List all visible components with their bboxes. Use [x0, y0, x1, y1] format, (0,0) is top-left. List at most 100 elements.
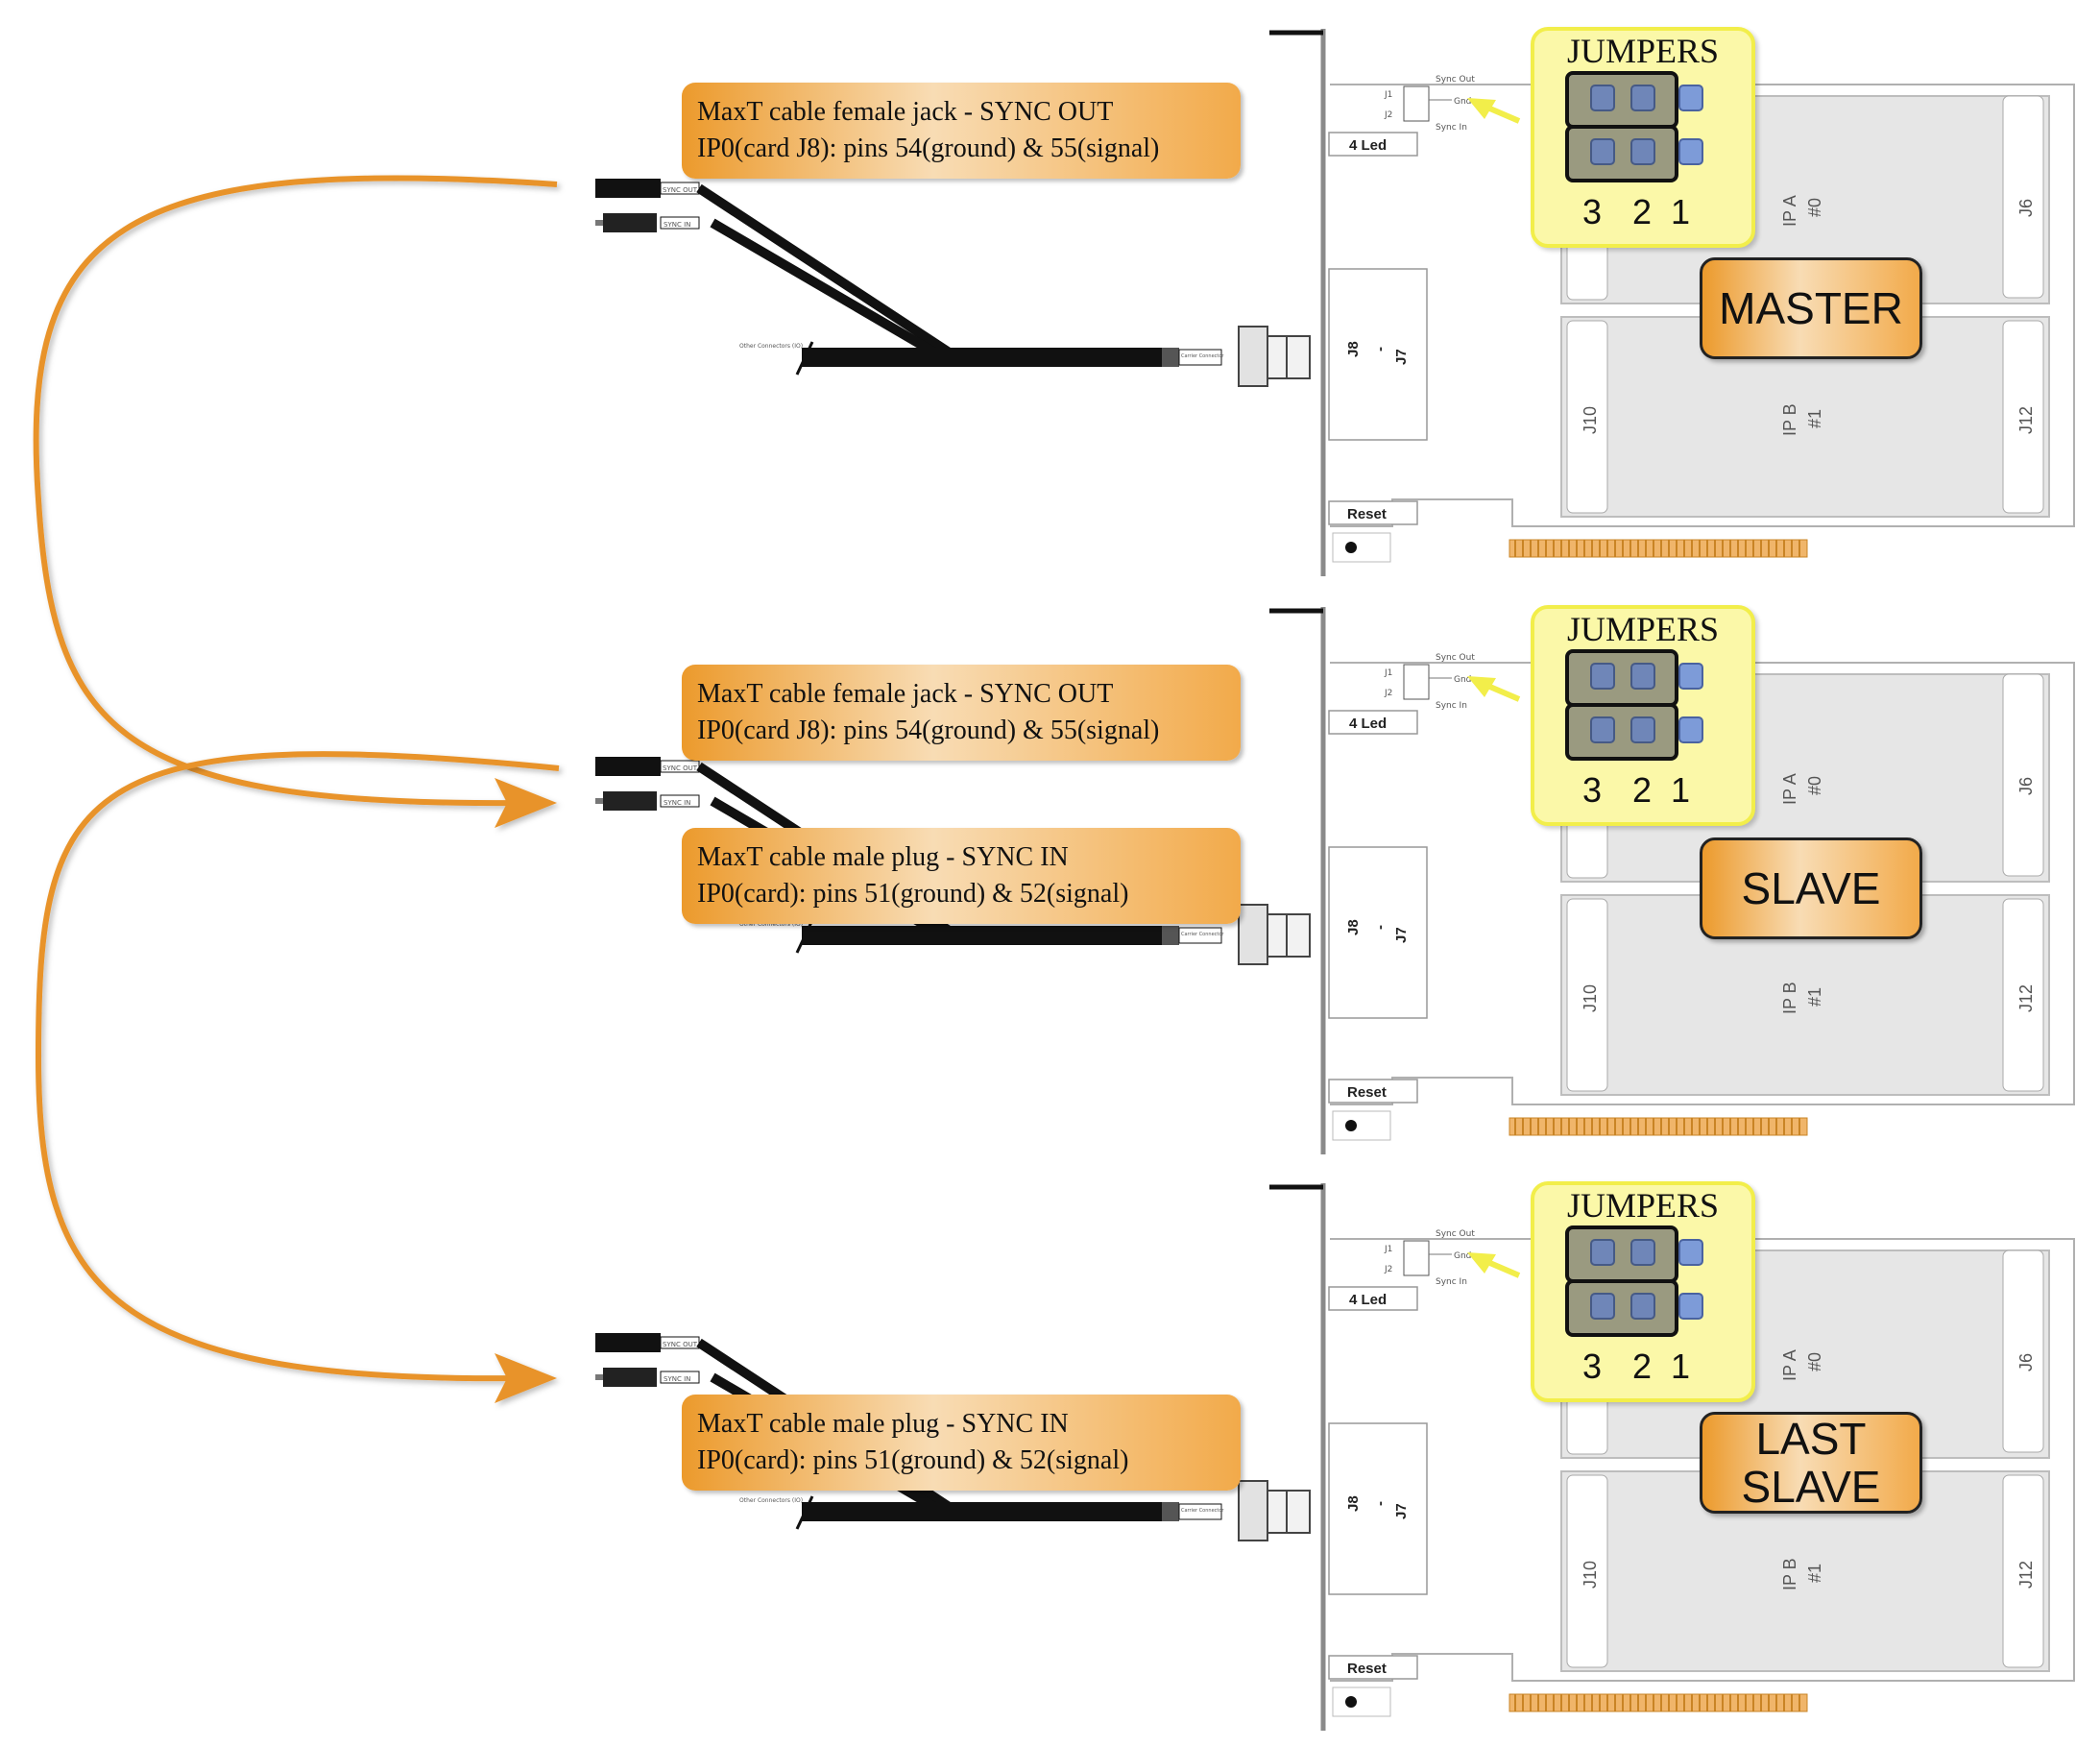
- led-indicator: [1328, 132, 1418, 157]
- svg-text:Reset: Reset: [1347, 506, 1387, 522]
- jumpers-title: JUMPERS: [1566, 1186, 1720, 1225]
- board-role-label: SLAVE: [1700, 837, 1922, 939]
- jumper-pin-1a: [1678, 1239, 1703, 1266]
- jumpers-title: JUMPERS: [1566, 610, 1720, 648]
- led-indicator: [1328, 710, 1418, 735]
- maxt-cable: SYNC OUT SYNC IN Other Connectors (IO) C…: [595, 179, 1311, 387]
- led-label: 4 Led: [1349, 716, 1387, 732]
- svg-text:Other Connectors (IO): Other Connectors (IO): [739, 921, 803, 928]
- svg-text:J1: J1: [1384, 1245, 1392, 1254]
- jumper-pin-1a: [1678, 663, 1703, 690]
- callout-title: MaxT cable male plug - SYNC IN: [697, 842, 1069, 872]
- svg-text:Sync Out: Sync Out: [1436, 75, 1475, 85]
- svg-text:J6: J6: [2016, 199, 2036, 217]
- svg-text:J6: J6: [2016, 777, 2036, 795]
- sync-out-jack: [595, 179, 661, 198]
- sync-in-plug: [603, 213, 657, 232]
- cable-callout: MaxT cable female jack - SYNC OUT IP0(ca…: [682, 83, 1241, 179]
- svg-text:SYNC IN: SYNC IN: [664, 1375, 690, 1383]
- role-text: LAST: [1755, 1414, 1867, 1464]
- carrier-connector: [1238, 1480, 1268, 1541]
- svg-text:J10: J10: [1581, 984, 1600, 1012]
- svg-text:J12: J12: [2016, 984, 2036, 1012]
- board-panel: 4 Led J8 - J7 Reset J1 J2 Sync Out Gnd S…: [0, 1154, 2100, 1731]
- svg-text:IP A: IP A: [1780, 195, 1799, 227]
- role-text: SLAVE: [1741, 1462, 1881, 1512]
- board-panel: 4 Led J8 - J7 Reset J1 J2 Sync Out Gnd S…: [0, 0, 2100, 576]
- jumper-pin-1b: [1678, 716, 1703, 743]
- jumpers-title: JUMPERS: [1566, 32, 1720, 70]
- svg-text:Reset: Reset: [1347, 1084, 1387, 1101]
- svg-text:J10: J10: [1581, 1561, 1600, 1589]
- svg-text:IP B: IP B: [1780, 1558, 1799, 1590]
- svg-text:Other Connectors (IO): Other Connectors (IO): [739, 1497, 803, 1504]
- callout-title: MaxT cable male plug - SYNC IN: [697, 1409, 1069, 1439]
- jumper-pointer-arrow: [1467, 676, 1521, 702]
- jumper-pointer-arrow: [1467, 1252, 1521, 1278]
- svg-text:J8: J8: [1345, 1495, 1362, 1512]
- svg-text:Gnd: Gnd: [1454, 675, 1471, 685]
- svg-text:Sync In: Sync In: [1436, 701, 1467, 711]
- svg-text:Carrier Connector: Carrier Connector: [1181, 932, 1224, 937]
- svg-text:IP B: IP B: [1780, 403, 1799, 436]
- svg-text:SYNC OUT: SYNC OUT: [663, 186, 698, 194]
- svg-text:J2: J2: [1384, 689, 1392, 698]
- role-text: MASTER: [1719, 283, 1903, 333]
- io-card: 4 Led J8 - J7 Reset J1 J2 Sync Out Gnd S…: [595, 1180, 2075, 1731]
- jumper-pin-1a: [1678, 85, 1703, 111]
- svg-text:J10: J10: [1581, 406, 1600, 434]
- reset-button: [1328, 1655, 1418, 1680]
- jumpers-callout: JUMPERS 3 2 1: [1531, 605, 1755, 826]
- svg-text:J8: J8: [1345, 341, 1362, 357]
- svg-text:#0: #0: [1805, 776, 1824, 795]
- svg-text:IP A: IP A: [1780, 1349, 1799, 1381]
- callout-pins: IP0(card J8): pins 54(ground) & 55(signa…: [697, 133, 1160, 163]
- jumper-j2: [1565, 1279, 1678, 1337]
- svg-text:J12: J12: [2016, 406, 2036, 434]
- arrow-slave-to-last-slave: [35, 751, 560, 1403]
- svg-text:Gnd: Gnd: [1454, 1251, 1471, 1261]
- svg-text:IP A: IP A: [1780, 773, 1799, 805]
- led-indicator: [1328, 1286, 1418, 1311]
- io-card: 4 Led J8 - J7 Reset J1 J2 Sync Out Gnd S…: [595, 604, 2075, 1154]
- cable-callout: MaxT cable female jack - SYNC OUT IP0(ca…: [682, 665, 1241, 761]
- svg-text:Gnd: Gnd: [1454, 97, 1471, 107]
- arrow-master-to-slave: [33, 175, 558, 828]
- jumpers-callout: JUMPERS 3 2 1: [1531, 1181, 1755, 1402]
- svg-text:Sync In: Sync In: [1436, 123, 1467, 133]
- svg-text:J1: J1: [1384, 668, 1392, 678]
- jumper-pointer-arrow: [1467, 98, 1521, 124]
- svg-text:SYNC OUT: SYNC OUT: [663, 1341, 698, 1348]
- callout-title: MaxT cable female jack - SYNC OUT: [697, 679, 1114, 709]
- reset-button: [1328, 500, 1418, 525]
- jumper-j1: [1565, 71, 1678, 129]
- svg-text:-: -: [1372, 347, 1388, 352]
- j8-j7-connector: [1328, 846, 1428, 1019]
- svg-text:-: -: [1372, 925, 1388, 930]
- svg-text:J7: J7: [1393, 349, 1410, 365]
- jumper-j2: [1565, 125, 1678, 182]
- reset-button: [1328, 1079, 1418, 1104]
- led-label: 4 Led: [1349, 137, 1387, 154]
- carrier-connector: [1238, 904, 1268, 965]
- jumper-pin-1b: [1678, 1293, 1703, 1320]
- svg-text:#0: #0: [1805, 198, 1824, 217]
- svg-text:J2: J2: [1384, 110, 1392, 120]
- jumper-j2: [1565, 703, 1678, 761]
- svg-text:J7: J7: [1393, 927, 1410, 943]
- svg-text:J1: J1: [1384, 90, 1392, 100]
- sync-out-jack: [595, 757, 661, 776]
- svg-text:Sync Out: Sync Out: [1436, 1229, 1475, 1239]
- svg-text:Reset: Reset: [1347, 1661, 1387, 1677]
- j8-j7-connector: [1328, 1422, 1428, 1595]
- svg-text:SYNC OUT: SYNC OUT: [663, 764, 698, 772]
- svg-text:J7: J7: [1393, 1503, 1410, 1519]
- callout-pins: IP0(card J8): pins 54(ground) & 55(signa…: [697, 716, 1160, 745]
- svg-text:#0: #0: [1805, 1352, 1824, 1371]
- svg-text:SYNC IN: SYNC IN: [664, 221, 690, 229]
- svg-text:Other Connectors (IO): Other Connectors (IO): [739, 343, 803, 350]
- callout-title: MaxT cable female jack - SYNC OUT: [697, 97, 1114, 127]
- led-label: 4 Led: [1349, 1292, 1387, 1308]
- jumpers-callout: JUMPERS 3 2 1: [1531, 27, 1755, 248]
